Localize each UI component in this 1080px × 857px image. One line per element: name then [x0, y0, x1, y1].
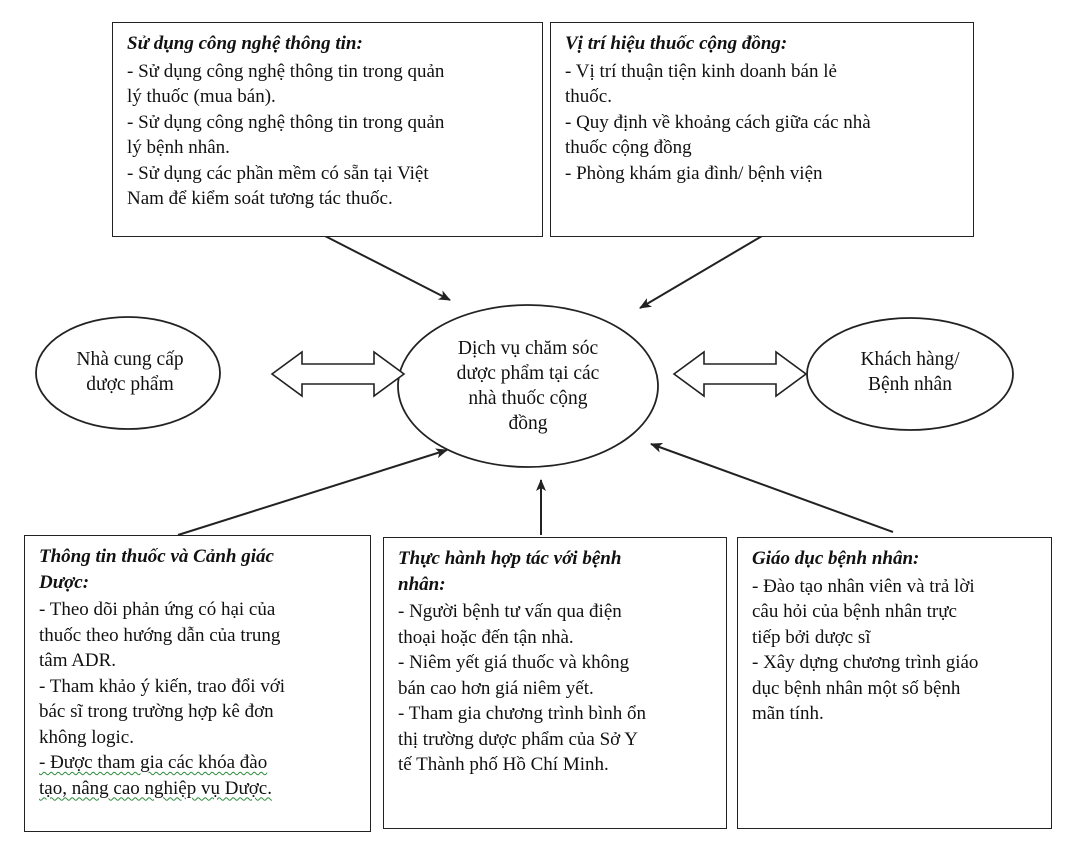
patient-practice-line-7: tế Thành phố Hồ Chí Minh. — [398, 754, 609, 775]
drug-info-line-6: không logic. — [39, 726, 134, 748]
customer-node: Khách hàng/ Bệnh nhân — [830, 340, 990, 404]
drug-info-line-2: thuốc theo hướng dẫn của trung — [39, 624, 281, 646]
center-ellipse — [397, 304, 659, 468]
patient-practice-line-4: bán cao hơn giá niêm yết. — [398, 677, 594, 699]
it-usage-line-2: lý thuốc (mua bán). — [127, 86, 276, 107]
drug-info-line-5: bác sĩ trong trường hợp kê đơn — [39, 701, 274, 722]
drug-info-line-3: tâm ADR. — [39, 650, 117, 671]
drug-info-line-4: - Tham khảo ý kiến, trao đổi với — [39, 675, 286, 697]
patient-education-box: Giáo dục bệnh nhân: - Đào tạo nhân viên … — [737, 537, 1052, 829]
double-arrow-right — [672, 350, 808, 398]
drug-info-title-cont: Dược: — [39, 571, 90, 593]
patient-education-line-6: mãn tính. — [752, 703, 824, 724]
patient-education-line-1: - Đào tạo nhân viên và trả lời — [752, 575, 975, 597]
patient-education-line-4: - Xây dựng chương trình giáo — [752, 652, 979, 673]
drug-info-line-1: - Theo dõi phản ứng có hại của — [39, 599, 276, 620]
pharmacy-location-line-5: - Phòng khám gia đình/ bệnh viện — [565, 162, 823, 184]
patient-education-title: Giáo dục bệnh nhân: — [752, 548, 920, 569]
center-line-3: nhà thuốc cộng — [468, 388, 588, 409]
it-usage-box: Sử dụng công nghệ thông tin: - Sử dụng c… — [112, 22, 543, 237]
patient-practice-title: Thực hành hợp tác với bệnh — [398, 548, 622, 569]
supplier-line-1: Nhà cung cấp — [76, 349, 184, 370]
center-line-4: đồng — [508, 413, 548, 434]
center-line-2: dược phẩm tại các — [456, 363, 600, 384]
patient-education-line-5: dục bệnh nhân một số bệnh — [752, 677, 961, 699]
drug-info-title: Thông tin thuốc và Cảnh giác — [39, 546, 274, 567]
center-line-1: Dịch vụ chăm sóc — [457, 338, 599, 359]
it-usage-title: Sử dụng công nghệ thông tin: — [127, 33, 363, 54]
patient-practice-line-3: - Niêm yết giá thuốc và không — [398, 652, 630, 673]
pharmacy-location-title: Vị trí hiệu thuốc cộng đồng: — [565, 33, 788, 54]
patient-practice-line-2: thoại hoặc đến tận nhà. — [398, 626, 574, 648]
patient-education-line-2: câu hỏi của bệnh nhân trực — [752, 601, 957, 622]
double-arrow-left — [270, 350, 406, 398]
patient-practice-line-1: - Người bệnh tư vấn qua điện — [398, 601, 622, 622]
drug-info-box: Thông tin thuốc và Cảnh giác Dược: - The… — [24, 535, 371, 832]
pharmacy-location-line-1: - Vị trí thuận tiện kinh doanh bán lẻ — [565, 60, 837, 82]
arrow-from-it-box — [324, 235, 451, 301]
patient-practice-line-6: thị trường dược phẩm của Sở Y — [398, 728, 638, 750]
arrow-from-druginfo-box — [177, 448, 448, 536]
customer-line-2: Bệnh nhân — [868, 374, 952, 395]
customer-line-1: Khách hàng/ — [860, 349, 960, 370]
pharmacy-location-line-4: thuốc cộng đồng — [565, 137, 692, 158]
pharmacy-location-line-2: thuốc. — [565, 86, 612, 107]
pharmacy-location-line-3: - Quy định về khoảng cách giữa các nhà — [565, 111, 871, 133]
patient-education-line-3: tiếp bởi dược sĩ — [752, 626, 871, 648]
drug-info-line-7: - Được tham gia các khóa đào — [39, 752, 268, 773]
it-usage-line-3: - Sử dụng công nghệ thông tin trong quản — [127, 111, 445, 133]
supplier-ellipse — [35, 316, 221, 430]
arrow-from-location-box — [639, 235, 763, 309]
center-node: Dịch vụ chăm sóc dược phẩm tại các nhà t… — [418, 316, 638, 456]
patient-practice-title-cont: nhân: — [398, 573, 446, 595]
patient-practice-box: Thực hành hợp tác với bệnh nhân: - Người… — [383, 537, 727, 829]
drug-info-line-8: tạo, nâng cao nghiệp vụ Dược. — [39, 777, 272, 799]
arrow-from-education-box — [650, 443, 894, 533]
it-usage-line-4: lý bệnh nhân. — [127, 137, 230, 158]
it-usage-line-1: - Sử dụng công nghệ thông tin trong quản — [127, 60, 445, 82]
it-usage-line-5: - Sử dụng các phần mềm có sẵn tại Việt — [127, 162, 429, 184]
pharmacy-location-box: Vị trí hiệu thuốc cộng đồng: - Vị trí th… — [550, 22, 974, 237]
it-usage-line-6: Nam để kiểm soát tương tác thuốc. — [127, 188, 393, 209]
supplier-node: Nhà cung cấp dược phẩm — [50, 340, 210, 404]
patient-practice-line-5: - Tham gia chương trình bình ổn — [398, 703, 646, 724]
supplier-line-2: dược phẩm — [86, 374, 174, 395]
